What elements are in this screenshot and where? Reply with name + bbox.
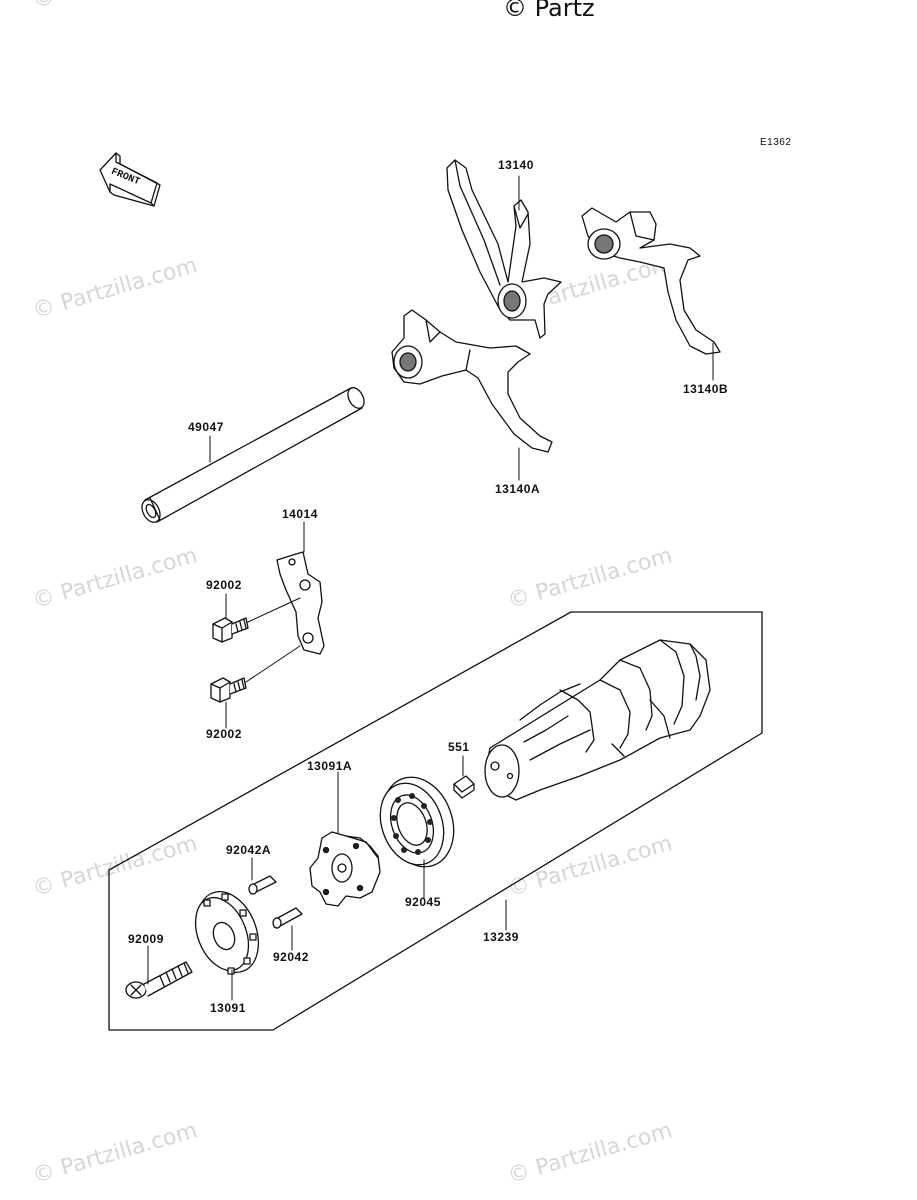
part-label-13140B[interactable]: 13140B bbox=[683, 382, 729, 396]
pin-92042 bbox=[272, 907, 303, 929]
part-label-49047[interactable]: 49047 bbox=[188, 420, 224, 434]
part-label-13091[interactable]: 13091 bbox=[210, 1001, 246, 1015]
pin-551 bbox=[453, 775, 475, 799]
leader-lines bbox=[147, 175, 714, 1001]
part-label-14014[interactable]: 14014 bbox=[282, 507, 318, 521]
shift-fork-13140 bbox=[446, 159, 562, 339]
shift-drum bbox=[484, 639, 711, 801]
part-label-13140A[interactable]: 13140A bbox=[495, 482, 541, 496]
plate-13091 bbox=[194, 891, 260, 975]
part-label-92045[interactable]: 92045 bbox=[405, 895, 441, 909]
part-label-92002-upper[interactable]: 92002 bbox=[206, 578, 242, 592]
screw-92009 bbox=[125, 961, 193, 999]
plate-14014 bbox=[276, 551, 325, 655]
bearing-92045 bbox=[379, 776, 455, 868]
part-label-13140[interactable]: 13140 bbox=[498, 158, 534, 172]
shift-rod-49047 bbox=[141, 387, 365, 523]
pin-92042A bbox=[248, 875, 277, 895]
part-label-551[interactable]: 551 bbox=[448, 740, 470, 754]
shift-fork-13140A bbox=[391, 309, 553, 453]
diagram-code: E1362 bbox=[760, 137, 792, 148]
assembly-box-13239 bbox=[108, 611, 763, 1031]
part-label-92009[interactable]: 92009 bbox=[128, 932, 164, 946]
bolt-92002-upper bbox=[212, 597, 301, 643]
shift-fork-13140B bbox=[581, 207, 721, 355]
part-label-13091A[interactable]: 13091A bbox=[307, 759, 353, 773]
part-label-13239[interactable]: 13239 bbox=[483, 930, 519, 944]
part-label-92002-lower[interactable]: 92002 bbox=[206, 727, 242, 741]
part-label-92042[interactable]: 92042 bbox=[273, 950, 309, 964]
bolt-92002-lower bbox=[210, 645, 301, 703]
watermark-top: © Partz bbox=[503, 0, 595, 22]
part-label-92042A[interactable]: 92042A bbox=[226, 843, 272, 857]
cam-13091A bbox=[309, 831, 381, 907]
front-arrow-icon: FRONT bbox=[99, 152, 161, 207]
